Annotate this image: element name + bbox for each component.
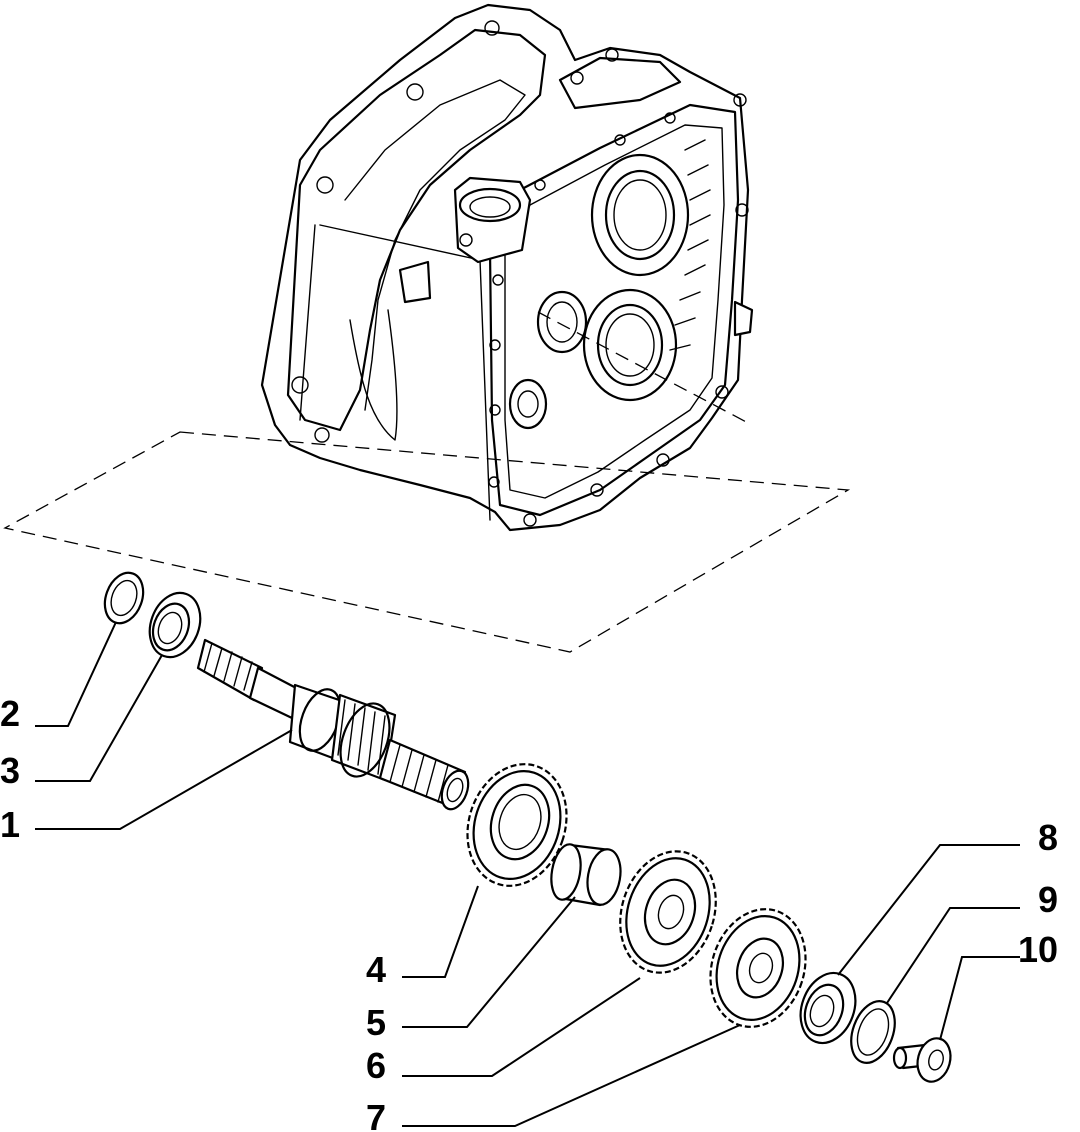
part-9-ring [850, 1000, 896, 1064]
callout-7: 7 [366, 1097, 386, 1132]
part-6-gear [619, 850, 717, 974]
assembly-plane-outline [3, 431, 851, 653]
part-5-bushing [550, 843, 622, 907]
shaft-axis-line [537, 311, 753, 426]
callout-2: 2 [0, 693, 20, 734]
leader-lines [35, 621, 1020, 1127]
part-4-gear [466, 763, 568, 887]
callout-10: 10 [1018, 929, 1058, 970]
gearbox-housing [260, 3, 754, 532]
callout-6: 6 [366, 1045, 386, 1086]
callout-4: 4 [366, 949, 386, 990]
callout-3: 3 [0, 750, 20, 791]
part-3-bearing [148, 591, 202, 659]
callout-8: 8 [1038, 817, 1058, 858]
callout-1: 1 [0, 804, 20, 845]
part-1-input-shaft [196, 638, 470, 811]
callout-5: 5 [366, 1002, 386, 1043]
part-10-bolt [892, 1037, 952, 1083]
callout-9: 9 [1038, 879, 1058, 920]
part-8-bearing [799, 971, 857, 1045]
part-2-seal-ring [103, 571, 145, 625]
callout-labels: 2 3 1 4 5 6 7 8 9 10 [0, 693, 1058, 1132]
